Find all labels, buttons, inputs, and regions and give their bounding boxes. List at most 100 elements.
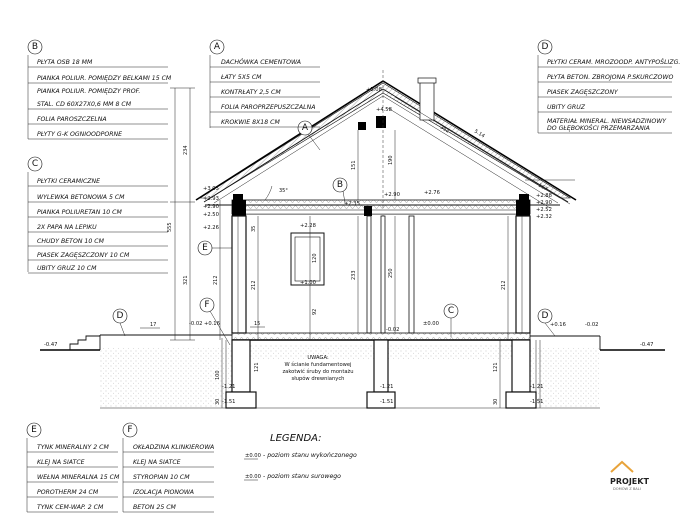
dim-121a: 121 (254, 362, 260, 372)
foundations (225, 339, 537, 409)
level-eave-right: +2.88 (536, 193, 552, 199)
spec-F-circle (122, 422, 138, 438)
spec-B-letter: B (32, 42, 38, 52)
note-line-1: UWAGA: (307, 355, 329, 361)
spec-D-letter: D (542, 42, 549, 52)
level-plate-r3: +2.32 (536, 214, 552, 220)
level-markers: +5.08 +4.58 +3.05 +2.93 +2.90 +2.50 +2.2… (44, 87, 653, 405)
level-plate-l1: +2.93 (203, 196, 219, 202)
spec-A-line-5: KROKWIE 8X18 CM (221, 119, 280, 126)
marker-F-circle (199, 297, 215, 313)
dim-234: 234 (183, 145, 189, 155)
dim-roof-167: 167 (537, 183, 548, 193)
dim-212a: 212 (213, 275, 219, 285)
dim-30b: 30 (493, 399, 499, 405)
spec-B-line-2: PIANKA POLIUR. POMIĘDZY BELKAMI 15 CM (37, 75, 172, 82)
legend-marker-2: ±0.00 (245, 474, 261, 480)
level-eave-left: +3.05 (203, 186, 219, 192)
level-found-c2: -1.51 (380, 399, 393, 405)
marker-A: A (302, 123, 309, 133)
spec-E: E TYNK MINERALNY 2 CM KLEJ NA SIATCE WEŁ… (26, 422, 120, 513)
level-ridge: +5.08 (366, 87, 382, 93)
dim-roof-352: 352 (439, 125, 450, 135)
spec-D: D PŁYTKI CERAM. MROZOODP. ANTYPOŚLIZG. P… (537, 39, 680, 134)
marker-F: F (204, 300, 209, 310)
walls (231, 194, 531, 334)
spec-A-line-2: ŁATY 5X5 CM (220, 74, 262, 81)
spec-E-line-2: KLEJ NA SIATCE (37, 459, 85, 466)
foundation-note: UWAGA: W ścianie fundamentowej zakotwić … (282, 355, 353, 382)
level-found-l1: -1.21 (222, 384, 235, 390)
spec-F-line-1: OKŁADZINA KLINKIEROWA (133, 444, 214, 451)
level-ceiling-c: +2.90 (384, 192, 400, 198)
spec-F-letter: F (127, 425, 132, 435)
level-found-c1: -1.21 (380, 384, 393, 390)
dim-321: 321 (183, 275, 189, 285)
legend-title: LEGENDA: (270, 433, 322, 444)
spec-B-circle (27, 39, 43, 55)
level-floor-b: -0.02 (386, 327, 399, 333)
dim-212c: 212 (501, 280, 507, 290)
spec-B-line-3: PIANKA POLIUR. POMIĘDZY PROF. (37, 88, 140, 95)
note-line-2: W ścianie fundamentowej (284, 361, 351, 368)
level-found-r2: -1.51 (530, 399, 543, 405)
level-found-r1: -1.21 (530, 384, 543, 390)
spec-C-line-1: PŁYTKI CERAMICZNE (37, 178, 100, 185)
level-plate-l2: +2.90 (203, 204, 219, 210)
level-ground-left: -0.47 (44, 342, 57, 348)
level-floor: ±0.00 (423, 321, 439, 327)
spec-C-circle (27, 156, 43, 172)
spec-C-letter: C (32, 159, 38, 169)
spec-B: B PŁYTA OSB 18 MM PIANKA POLIUR. POMIĘDZ… (27, 39, 172, 140)
dim-92: 92 (312, 309, 318, 315)
section-markers: A B E F C D D (112, 120, 556, 346)
spec-E-line-3: WEŁNA MINERALNA 15 CM (37, 474, 120, 481)
level-step: +0.16 (204, 321, 220, 327)
level-left-small: +2.26 (203, 225, 219, 231)
marker-A-circle (297, 120, 313, 136)
marker-E: E (202, 243, 208, 253)
spec-E-letter: E (31, 425, 37, 435)
dim-151: 151 (351, 160, 357, 170)
level-ceiling-c2: +2.35 (344, 201, 360, 207)
spec-D-line-6: DO GŁĘBOKOŚCI PRZEMARZANIA (547, 123, 650, 132)
legend-text-1: - poziom stanu wykończonego (263, 451, 357, 459)
spec-D-line-5: MATERIAŁ MINERAL. NIEWSADZINOWY (547, 118, 667, 125)
level-win-top: +2.28 (300, 223, 316, 229)
dim-233: 233 (351, 270, 357, 280)
spec-B-line-6: PŁYTY G-K OGNIOODPORNE (37, 131, 122, 138)
spec-F-line-3: STYROPIAN 10 CM (133, 474, 190, 481)
marker-C: C (448, 306, 454, 316)
spec-C-line-2: WYLEWKA BETONOWA 5 CM (37, 194, 125, 201)
dim-h17: 17 (150, 322, 156, 328)
spec-F-line-2: KLEJ NA SIATCE (133, 459, 181, 466)
legend-text-2: - poziom stanu surowego (263, 472, 341, 480)
spec-F: F OKŁADZINA KLINKIEROWA KLEJ NA SIATCE S… (122, 422, 214, 513)
spec-D-line-4: UBITY GRUZ (547, 104, 586, 111)
level-found-l2: -1.51 (222, 399, 235, 405)
dim-h15: 15 (254, 321, 260, 327)
legend: LEGENDA: ±0.00 - poziom stanu wykończone… (244, 433, 357, 481)
marker-B-circle (332, 177, 348, 193)
spec-D-line-3: PIASEK ZAGĘSZCZONY (547, 89, 619, 96)
level-right-step: +0.16 (550, 322, 566, 328)
level-left-ext: -0.02 (189, 321, 202, 327)
spec-C-line-6: PIASEK ZAGĘSZCZONY 10 CM (37, 252, 130, 259)
dim-212b: 212 (251, 280, 257, 290)
spec-E-line-5: TYNK CEM-WAP. 2 CM (37, 504, 104, 511)
spec-A-letter: A (214, 42, 221, 52)
floor-slab (231, 332, 531, 341)
dim-555: 555 (167, 222, 173, 232)
logo: PROJEKT DOMÓW Z BALI (610, 460, 649, 491)
spec-A-line-1: DACHÓWKA CEMENTOWA (221, 57, 301, 66)
logo-name: PROJEKT (610, 477, 649, 486)
level-top-c: +4.58 (376, 107, 392, 113)
note-line-4: słupów drewnianych (292, 375, 345, 382)
spec-C: C PŁYTKI CERAMICZNE WYLEWKA BETONOWA 5 C… (27, 156, 168, 274)
dim-190: 190 (388, 155, 394, 165)
dim-120: 120 (312, 253, 318, 263)
dim-roof-514: 5.14 (473, 129, 486, 140)
spec-A-line-4: FOLIA PAROPRZEPUSZCZALNA (221, 104, 315, 111)
legend-marker-1: ±0.00 (245, 453, 261, 459)
spec-C-line-5: CHUDY BETON 10 CM (37, 238, 105, 245)
